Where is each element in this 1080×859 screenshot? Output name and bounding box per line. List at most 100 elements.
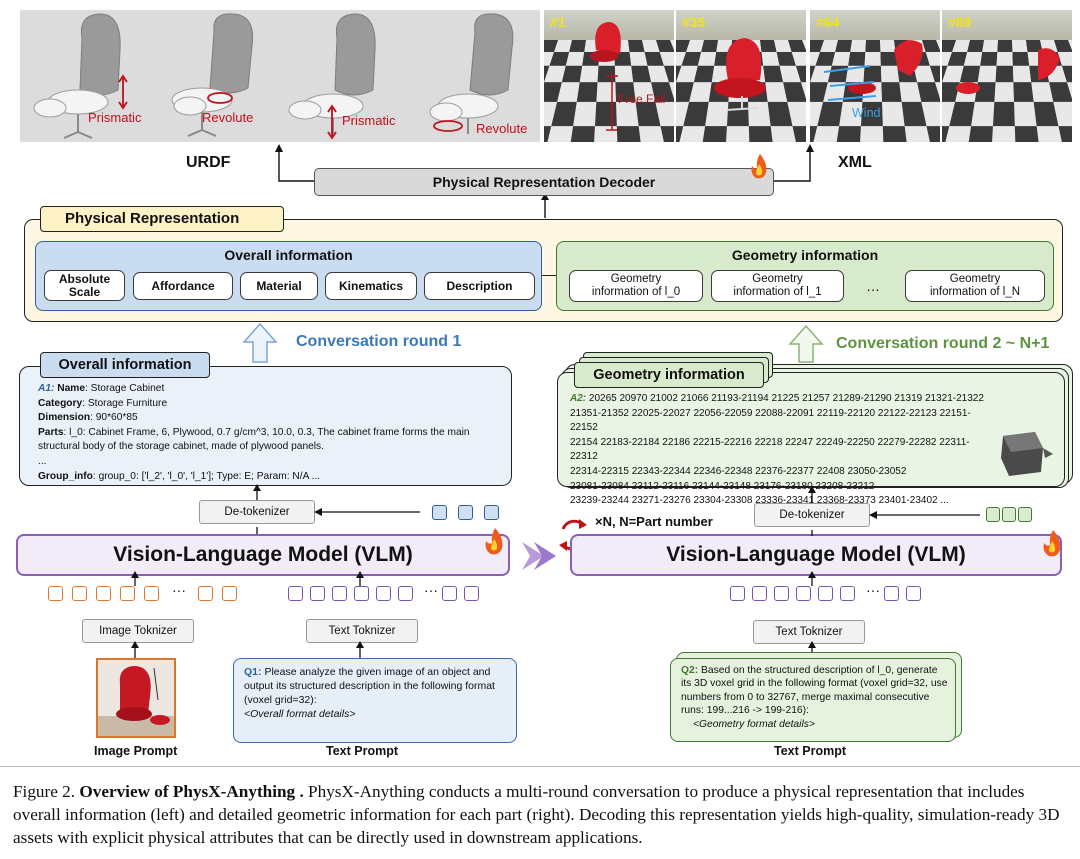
sim-frame-35: #35 (676, 10, 806, 142)
q1-question-box: Q1: Please analyze the given image of an… (233, 658, 517, 743)
text-token (818, 586, 833, 601)
round1-label: Conversation round 1 (296, 333, 462, 350)
material-label: Material (256, 278, 302, 293)
q2-tag: Q2: (681, 665, 699, 676)
right-detokenizer-label: De-tokenizer (779, 509, 845, 521)
image-token (222, 586, 237, 601)
geometry-ellipsis: … (866, 278, 880, 294)
image-token (48, 586, 63, 601)
physical-representation-decoder: Physical Representation Decoder (314, 168, 774, 196)
a1-tag: A1: (38, 383, 55, 394)
output-token (484, 505, 499, 520)
a2-card-title: Geometry information (593, 367, 745, 383)
image-token (120, 586, 135, 601)
text-token (310, 586, 325, 601)
red-egg-chair-photo (98, 660, 174, 736)
text-token (442, 586, 457, 601)
a2-line: 22154 22183-22184 22186 22215-22216 2221… (570, 436, 970, 463)
a1-answer-text: A1: Name: Storage Cabinet Category: Stor… (38, 382, 508, 484)
left-text-tokenizer-label: Text Toknizer (328, 625, 396, 637)
right-vlm-label: Vision-Language Model (VLM) (666, 543, 966, 566)
urdf-chairs-illustration (33, 13, 514, 140)
output-token (1018, 507, 1032, 522)
left-vlm-label: Vision-Language Model (VLM) (113, 543, 413, 566)
sim-frame-89: #89 (942, 10, 1072, 142)
absolute-scale-label: Absolute Scale (58, 271, 111, 299)
absolute-scale-chip: Absolute Scale (44, 270, 125, 301)
right-text-tokenizer: Text Toknizer (753, 620, 865, 644)
joint-label-revolute-2: Revolute (476, 121, 528, 136)
text-token-dots: ··· (424, 582, 438, 598)
sim-frame-64: #64 Wind (810, 10, 940, 142)
image-token-dots: ··· (172, 582, 186, 598)
round1-up-arrow-icon (242, 322, 278, 363)
description-chip: Description (424, 272, 535, 300)
text-token (774, 586, 789, 601)
a2-card-tab: Geometry information (574, 362, 764, 388)
left-detokenizer-label: De-tokenizer (224, 506, 290, 518)
output-token (432, 505, 447, 520)
q2-format-details: <Geometry format details> (693, 718, 815, 730)
physical-representation-title: Physical Representation (65, 210, 240, 227)
image-token (96, 586, 111, 601)
q1-tag: Q1: (244, 666, 262, 678)
sim-frame-tag: #35 (682, 14, 706, 30)
material-chip: Material (240, 272, 318, 300)
overall-info-title: Overall information (224, 247, 353, 263)
kinematics-label: Kinematics (338, 278, 404, 293)
image-prompt-thumbnail (96, 658, 176, 738)
figure-caption: Figure 2. Overview of PhysX-Anything . P… (13, 780, 1073, 849)
a2-line: 23081-23084 23112-23116 23144-23148 2317… (570, 480, 875, 492)
urdf-render-panel: Prismatic Revolute Prismatic Revolute (20, 10, 540, 142)
sim-frame-tag: #1 (550, 14, 566, 30)
sim-frame-tag: #64 (816, 14, 840, 30)
a2-line: 23239-23244 23271-23276 23304-23308 2333… (570, 495, 949, 507)
a1-ellipsis: ... (38, 455, 47, 467)
text-token (464, 586, 479, 601)
block-connector (542, 275, 556, 277)
a2-answer-text: A2: 20265 20970 21002 21066 21193-21194 … (570, 392, 990, 509)
a1-name-val: : Storage Cabinet (85, 383, 165, 394)
a1-card-tab: Overall information (40, 352, 210, 378)
image-token (72, 586, 87, 601)
a2-line: 20265 20970 21002 21066 21193-21194 2122… (588, 393, 984, 404)
caption-prefix: Figure 2. (13, 782, 76, 801)
text-token (752, 586, 767, 601)
a2-tag: A2: (570, 393, 587, 404)
text-token (398, 586, 413, 601)
voxel-shape-icon (1001, 432, 1053, 476)
description-label: Description (446, 278, 513, 293)
caption-separator (0, 766, 1080, 767)
affordance-chip: Affordance (133, 272, 233, 300)
a2-answer-card (557, 372, 1065, 487)
image-tokenizer: Image Toknizer (82, 619, 194, 643)
round2-up-arrow-icon (788, 324, 824, 363)
right-text-token-dots: ··· (866, 582, 880, 598)
a1-parts-val: : l_0: Cabinet Frame, 6, Plywood, 0.7 g/… (38, 426, 470, 453)
sim-frame-tag: #89 (948, 14, 972, 30)
decoder-label: Physical Representation Decoder (432, 174, 656, 190)
free-fall-label: Free Fall (618, 92, 666, 106)
output-token (458, 505, 473, 520)
fire-icon (751, 154, 767, 179)
a1-category-key: Category (38, 397, 83, 409)
xml-label: XML (838, 154, 872, 171)
repeat-note: ×N, N=Part number (595, 514, 713, 529)
a1-group-val: : group_0: ['l_2', 'l_0', 'l_1']; Type: … (92, 470, 321, 482)
a1-parts-key: Parts (38, 426, 64, 438)
wind-label: Wind (852, 106, 881, 120)
q1-text: Please analyze the given image of an obj… (244, 666, 495, 706)
sim-frame-1: #1 Free Fall (544, 10, 674, 142)
geometry-l1-label: Geometry information of l_1 (733, 273, 822, 298)
a1-name-key: Name (57, 383, 86, 394)
geometry-ln-chip: Geometry information of l_N (905, 270, 1045, 302)
kinematics-chip: Kinematics (325, 272, 417, 300)
joint-label-prismatic-2: Prismatic (342, 113, 396, 128)
joint-label-revolute-1: Revolute (202, 110, 254, 125)
a2-line: 22314-22315 22343-22344 22346-22348 2237… (570, 465, 907, 477)
q1-format-details: <Overall format details> (244, 708, 356, 720)
left-text-prompt-label: Text Prompt (326, 744, 398, 758)
left-vlm-block: Vision-Language Model (VLM) (16, 534, 510, 576)
left-fire-icon (485, 528, 503, 555)
text-token (796, 586, 811, 601)
